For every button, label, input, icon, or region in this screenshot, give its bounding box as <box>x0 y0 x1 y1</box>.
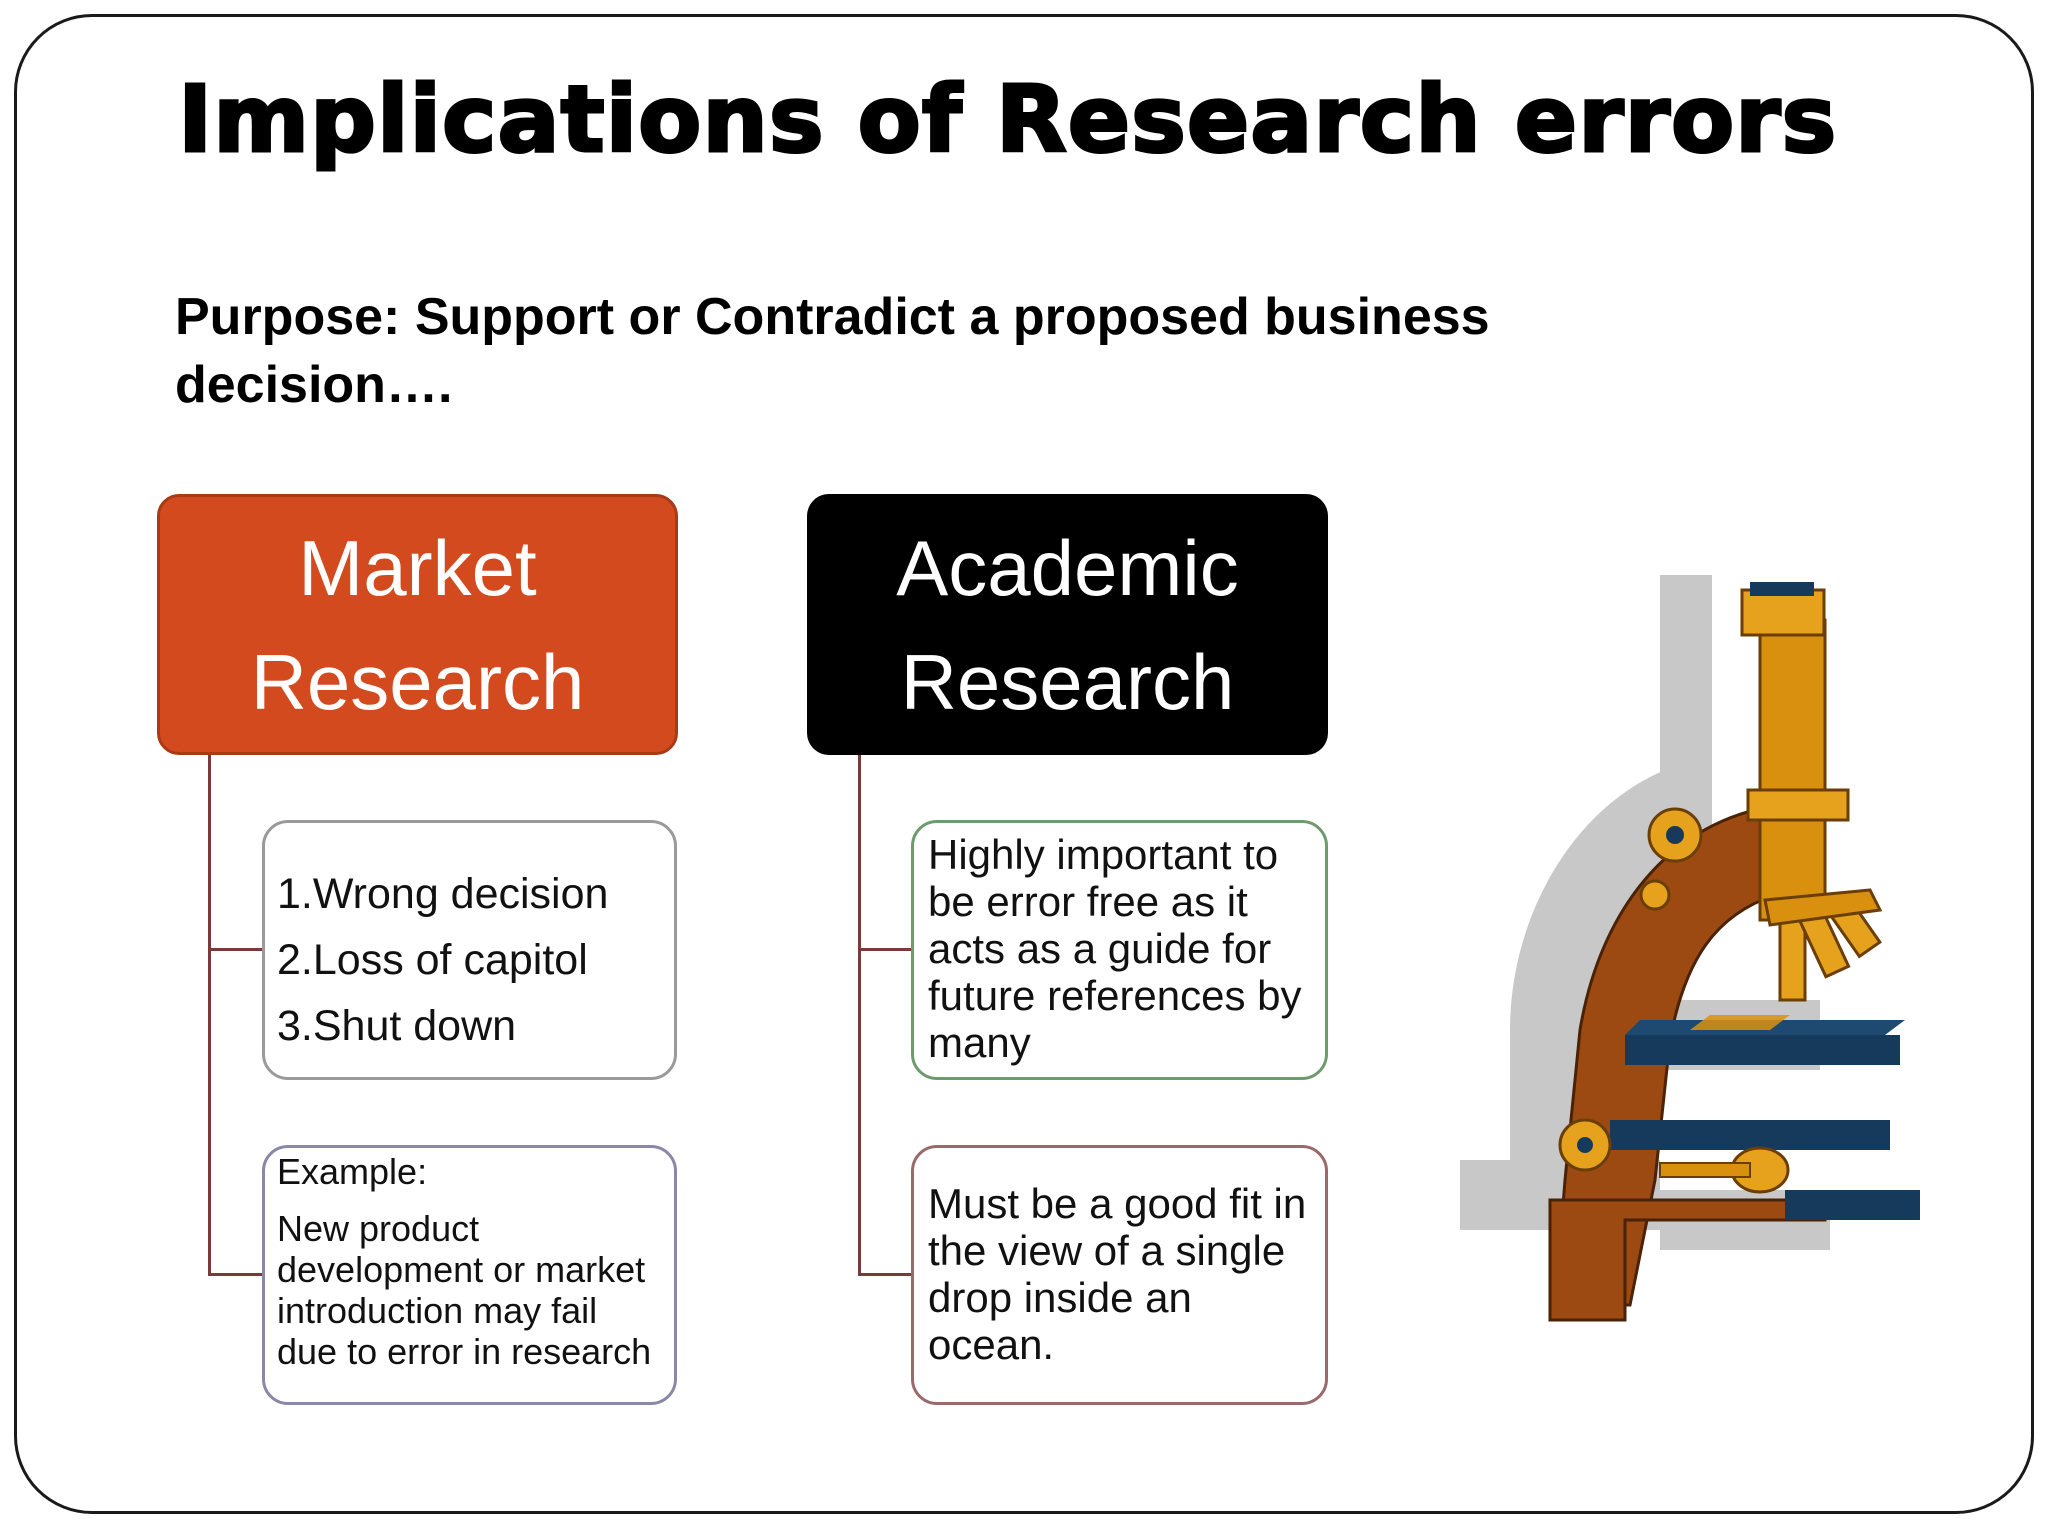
example-label: Example: <box>277 1151 428 1192</box>
market-header-line-2: Research <box>250 637 585 726</box>
market-research-header: Market Research <box>157 494 678 755</box>
academic-point-card-1: Highly important to be error free as it … <box>911 820 1328 1080</box>
list-item: 3.Shut down <box>277 1002 517 1050</box>
purpose-text: Purpose: Support or Contradict a propose… <box>175 288 1490 414</box>
academic-header-line-1: Academic <box>896 523 1239 612</box>
lower-knob-center <box>1577 1137 1593 1153</box>
academic-connector-vertical <box>858 755 861 1275</box>
microscope-nosepiece <box>1763 888 1883 927</box>
market-header-line-1: Market <box>298 523 537 612</box>
microscope-stage <box>1625 1035 1900 1065</box>
market-connector-vertical <box>208 755 211 1275</box>
objective-lens-1 <box>1778 913 1807 1002</box>
microscope-tube <box>1758 618 1827 922</box>
market-consequences-card: 1.Wrong decision 2.Loss of capitol 3.Shu… <box>262 820 677 1080</box>
academic-connector-branch-2 <box>858 1273 911 1276</box>
microscope-slide <box>1690 1015 1790 1030</box>
list-item: 2.Loss of capitol <box>277 936 588 984</box>
list-item: 1.Wrong decision <box>277 870 609 918</box>
academic-research-header: Academic Research <box>807 494 1328 755</box>
example-text: New product development or market introd… <box>277 1208 652 1372</box>
microscope-eyepiece <box>1740 588 1826 637</box>
microscope-foot <box>1785 1190 1920 1220</box>
microscope-icon <box>1460 575 1920 1322</box>
microscope-tube-collar <box>1746 788 1850 822</box>
microscope-lower-arm <box>1610 1120 1890 1150</box>
microscope-base <box>1548 1198 1827 1322</box>
coarse-focus-knob-center <box>1666 826 1684 844</box>
light-source-rod <box>1659 1162 1751 1178</box>
slide-title: Implications of Research errors <box>176 65 1838 175</box>
academic-point-card-2: Must be a good fit in the view of a sing… <box>911 1145 1328 1405</box>
academic-header-line-2: Research <box>900 637 1235 726</box>
fine-focus-knob <box>1639 879 1671 911</box>
market-connector-branch-2 <box>208 1273 262 1276</box>
market-example-card: Example: New product development or mark… <box>262 1145 677 1405</box>
academic-point-2-text: Must be a good fit in the view of a sing… <box>928 1180 1307 1368</box>
market-connector-branch-1 <box>208 948 262 951</box>
academic-connector-branch-1 <box>858 948 911 951</box>
academic-point-1-text: Highly important to be error free as it … <box>928 831 1302 1066</box>
microscope-eyepiece-cap <box>1750 582 1814 596</box>
